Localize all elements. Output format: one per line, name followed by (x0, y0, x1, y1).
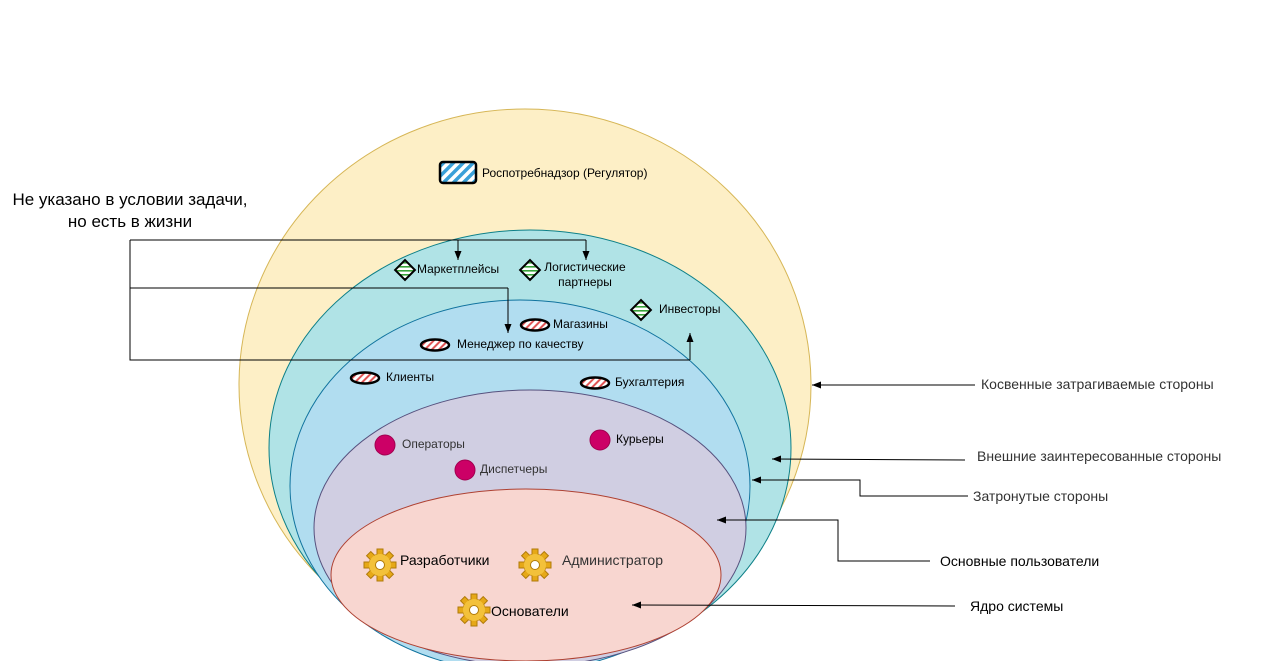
stores-icon (519, 318, 551, 332)
ring-label-affected: Затронутые стороны (973, 488, 1109, 504)
ring-label-indirect: Косвенные затрагиваемые стороны (981, 376, 1214, 392)
operators-label: Операторы (402, 437, 465, 451)
founders-label: Основатели (491, 603, 569, 619)
founders-gear-icon (457, 593, 491, 627)
quality-manager-icon (419, 338, 451, 352)
logistics-label-line-2: партнеры (558, 275, 612, 289)
ring-label-external: Внешние заинтересованные стороны (977, 448, 1222, 464)
marketplaces-label: Маркетплейсы (417, 262, 500, 276)
quality-manager-label: Менеджер по качеству (457, 337, 584, 351)
ring-label-primary: Основные пользователи (940, 553, 1100, 569)
developers-gear-icon (363, 548, 397, 582)
operators-icon (374, 434, 396, 456)
dispatchers-icon (454, 459, 476, 481)
stores-label: Магазины (553, 317, 608, 331)
couriers-label: Курьеры (616, 432, 664, 446)
regulator-icon (438, 160, 478, 185)
note-text: Не указано в условии задачи, но есть в ж… (0, 189, 260, 233)
ring-label-arrows (631, 381, 975, 609)
note-line-1: Не указано в условии задачи, (12, 190, 248, 209)
note-line-2: но есть в жизни (67, 212, 193, 231)
note-connector (129, 239, 694, 361)
developers-label: Разработчики (400, 552, 490, 568)
logistics-label: Логистические партнеры (540, 260, 630, 290)
ring-label-core: Ядро системы (970, 598, 1064, 614)
investors-label: Инвесторы (659, 302, 721, 316)
clients-icon (349, 371, 381, 385)
administrator-label: Администратор (562, 552, 664, 568)
accounting-icon (579, 376, 611, 390)
clients-label: Клиенты (386, 370, 435, 384)
dispatchers-label: Диспетчеры (480, 462, 548, 476)
couriers-icon (589, 429, 611, 451)
regulator-label: Роспотребнадзор (Регулятор) (482, 166, 648, 180)
administrator-gear-icon (518, 548, 552, 582)
logistics-label-line-1: Логистические (544, 260, 626, 274)
accounting-label: Бухгалтерия (615, 375, 685, 389)
